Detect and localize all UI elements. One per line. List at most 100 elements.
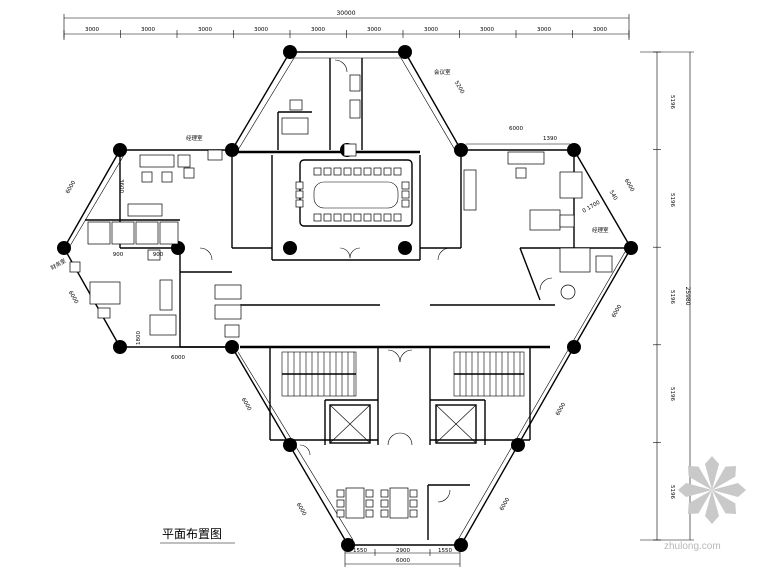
top-dim-6: 3000 xyxy=(367,27,381,33)
chair xyxy=(380,509,389,518)
dim-right-lower-6000: 6000 xyxy=(611,304,623,320)
label-top-left-room: 经理室 xyxy=(186,134,203,142)
top-dimension: 30000 3000 3000 3000 3000 3000 3000 3000… xyxy=(63,10,630,40)
title-text: 平面布置图 xyxy=(162,527,222,541)
chair xyxy=(295,199,304,208)
chair xyxy=(365,489,374,498)
chair xyxy=(313,213,322,222)
chair xyxy=(323,213,332,222)
label-right-mid-room: 经理室 xyxy=(592,226,609,234)
label-top-room: 会议室 xyxy=(434,68,451,76)
watermark-petal xyxy=(705,456,719,490)
dining-tables xyxy=(336,487,418,519)
watermark-petal xyxy=(705,490,719,524)
chair xyxy=(393,167,402,176)
building-outline xyxy=(63,51,632,546)
dim-left-900b: 900 xyxy=(153,252,164,258)
right-dim-5: 5196 xyxy=(669,485,675,499)
chair xyxy=(409,509,418,518)
dim-right-upper-540: 540 xyxy=(608,189,619,202)
top-dim-1: 3000 xyxy=(85,27,99,33)
chair xyxy=(313,167,322,176)
right-dimension: 5196 5196 5196 5196 5196 25980 xyxy=(640,51,694,541)
bottom-dim-1: 1550 xyxy=(353,548,367,554)
chair xyxy=(401,190,410,199)
column xyxy=(113,340,127,354)
dim-left-bottom-6000: 6000 xyxy=(171,355,185,361)
chair xyxy=(336,499,345,508)
top-dim-3: 3000 xyxy=(198,27,212,33)
column xyxy=(511,438,525,452)
chair xyxy=(333,213,342,222)
watermark-petal xyxy=(712,483,746,497)
dim-top-right-6000: 6000 xyxy=(509,126,523,132)
stair-left xyxy=(281,351,357,397)
dim-left-far-lower-6000: 6000 xyxy=(67,290,79,306)
chair xyxy=(295,190,304,199)
watermark-logo-icon xyxy=(678,456,746,524)
dim-top-right-1390: 1390 xyxy=(543,136,557,142)
chair xyxy=(333,167,342,176)
dim-bottom-left-6000: 6000 xyxy=(295,502,307,518)
chair xyxy=(343,213,352,222)
top-dim-10: 3000 xyxy=(593,27,607,33)
chair xyxy=(401,199,410,208)
top-dim-5: 3000 xyxy=(311,27,325,33)
dim-right-0-1700: 0 1700 xyxy=(582,199,602,214)
label-left-room: 财务室 xyxy=(49,256,68,271)
right-dim-1: 5196 xyxy=(669,95,675,109)
chair xyxy=(353,167,362,176)
office-furniture xyxy=(69,74,613,338)
dim-left-3600: 3600 xyxy=(118,179,124,193)
chair xyxy=(409,499,418,508)
chair xyxy=(383,213,392,222)
watermark: zhulong.com xyxy=(664,456,746,552)
watermark-petal xyxy=(687,465,712,490)
watermark-petal xyxy=(678,483,712,497)
top-dim-8: 3000 xyxy=(480,27,494,33)
dim-top-5200: 5200 xyxy=(453,80,465,96)
column xyxy=(283,45,297,59)
column xyxy=(57,241,71,255)
elevator-right xyxy=(435,404,477,444)
conference-table xyxy=(295,159,413,227)
top-dim-9: 3000 xyxy=(537,27,551,33)
column xyxy=(341,538,355,552)
watermark-petal xyxy=(712,490,737,515)
drawing-title: 平面布置图 xyxy=(160,527,235,544)
chair xyxy=(401,181,410,190)
column xyxy=(398,241,412,255)
dim-left-900a: 900 xyxy=(113,252,124,258)
bottom-dim-3: 1550 xyxy=(438,548,452,554)
right-dim-4: 5196 xyxy=(669,387,675,401)
elevator-left xyxy=(329,404,371,444)
chair xyxy=(336,509,345,518)
dim-left-upper-6000: 6000 xyxy=(65,180,77,196)
column xyxy=(567,340,581,354)
doors xyxy=(199,59,553,503)
structural-columns xyxy=(57,45,638,552)
chair xyxy=(409,489,418,498)
top-dim-4: 3000 xyxy=(254,27,268,33)
chair xyxy=(380,499,389,508)
dim-right-upper-6000: 6000 xyxy=(623,178,635,194)
chair xyxy=(365,499,374,508)
chair xyxy=(363,167,372,176)
column xyxy=(454,538,468,552)
column xyxy=(283,241,297,255)
right-dim-3: 5196 xyxy=(669,290,675,304)
bottom-dim-2: 2900 xyxy=(396,548,410,554)
chair xyxy=(336,489,345,498)
chair xyxy=(323,167,332,176)
right-total-dim: 25980 xyxy=(684,286,691,305)
right-dim-2: 5196 xyxy=(669,193,675,207)
stair-right xyxy=(453,351,525,397)
watermark-petal xyxy=(712,465,737,490)
top-dim-2: 3000 xyxy=(141,27,155,33)
watermark-text: zhulong.com xyxy=(664,541,721,552)
top-total-dim: 30000 xyxy=(336,10,355,17)
dim-left-1800: 1800 xyxy=(136,331,142,345)
interior-walls xyxy=(85,58,631,540)
